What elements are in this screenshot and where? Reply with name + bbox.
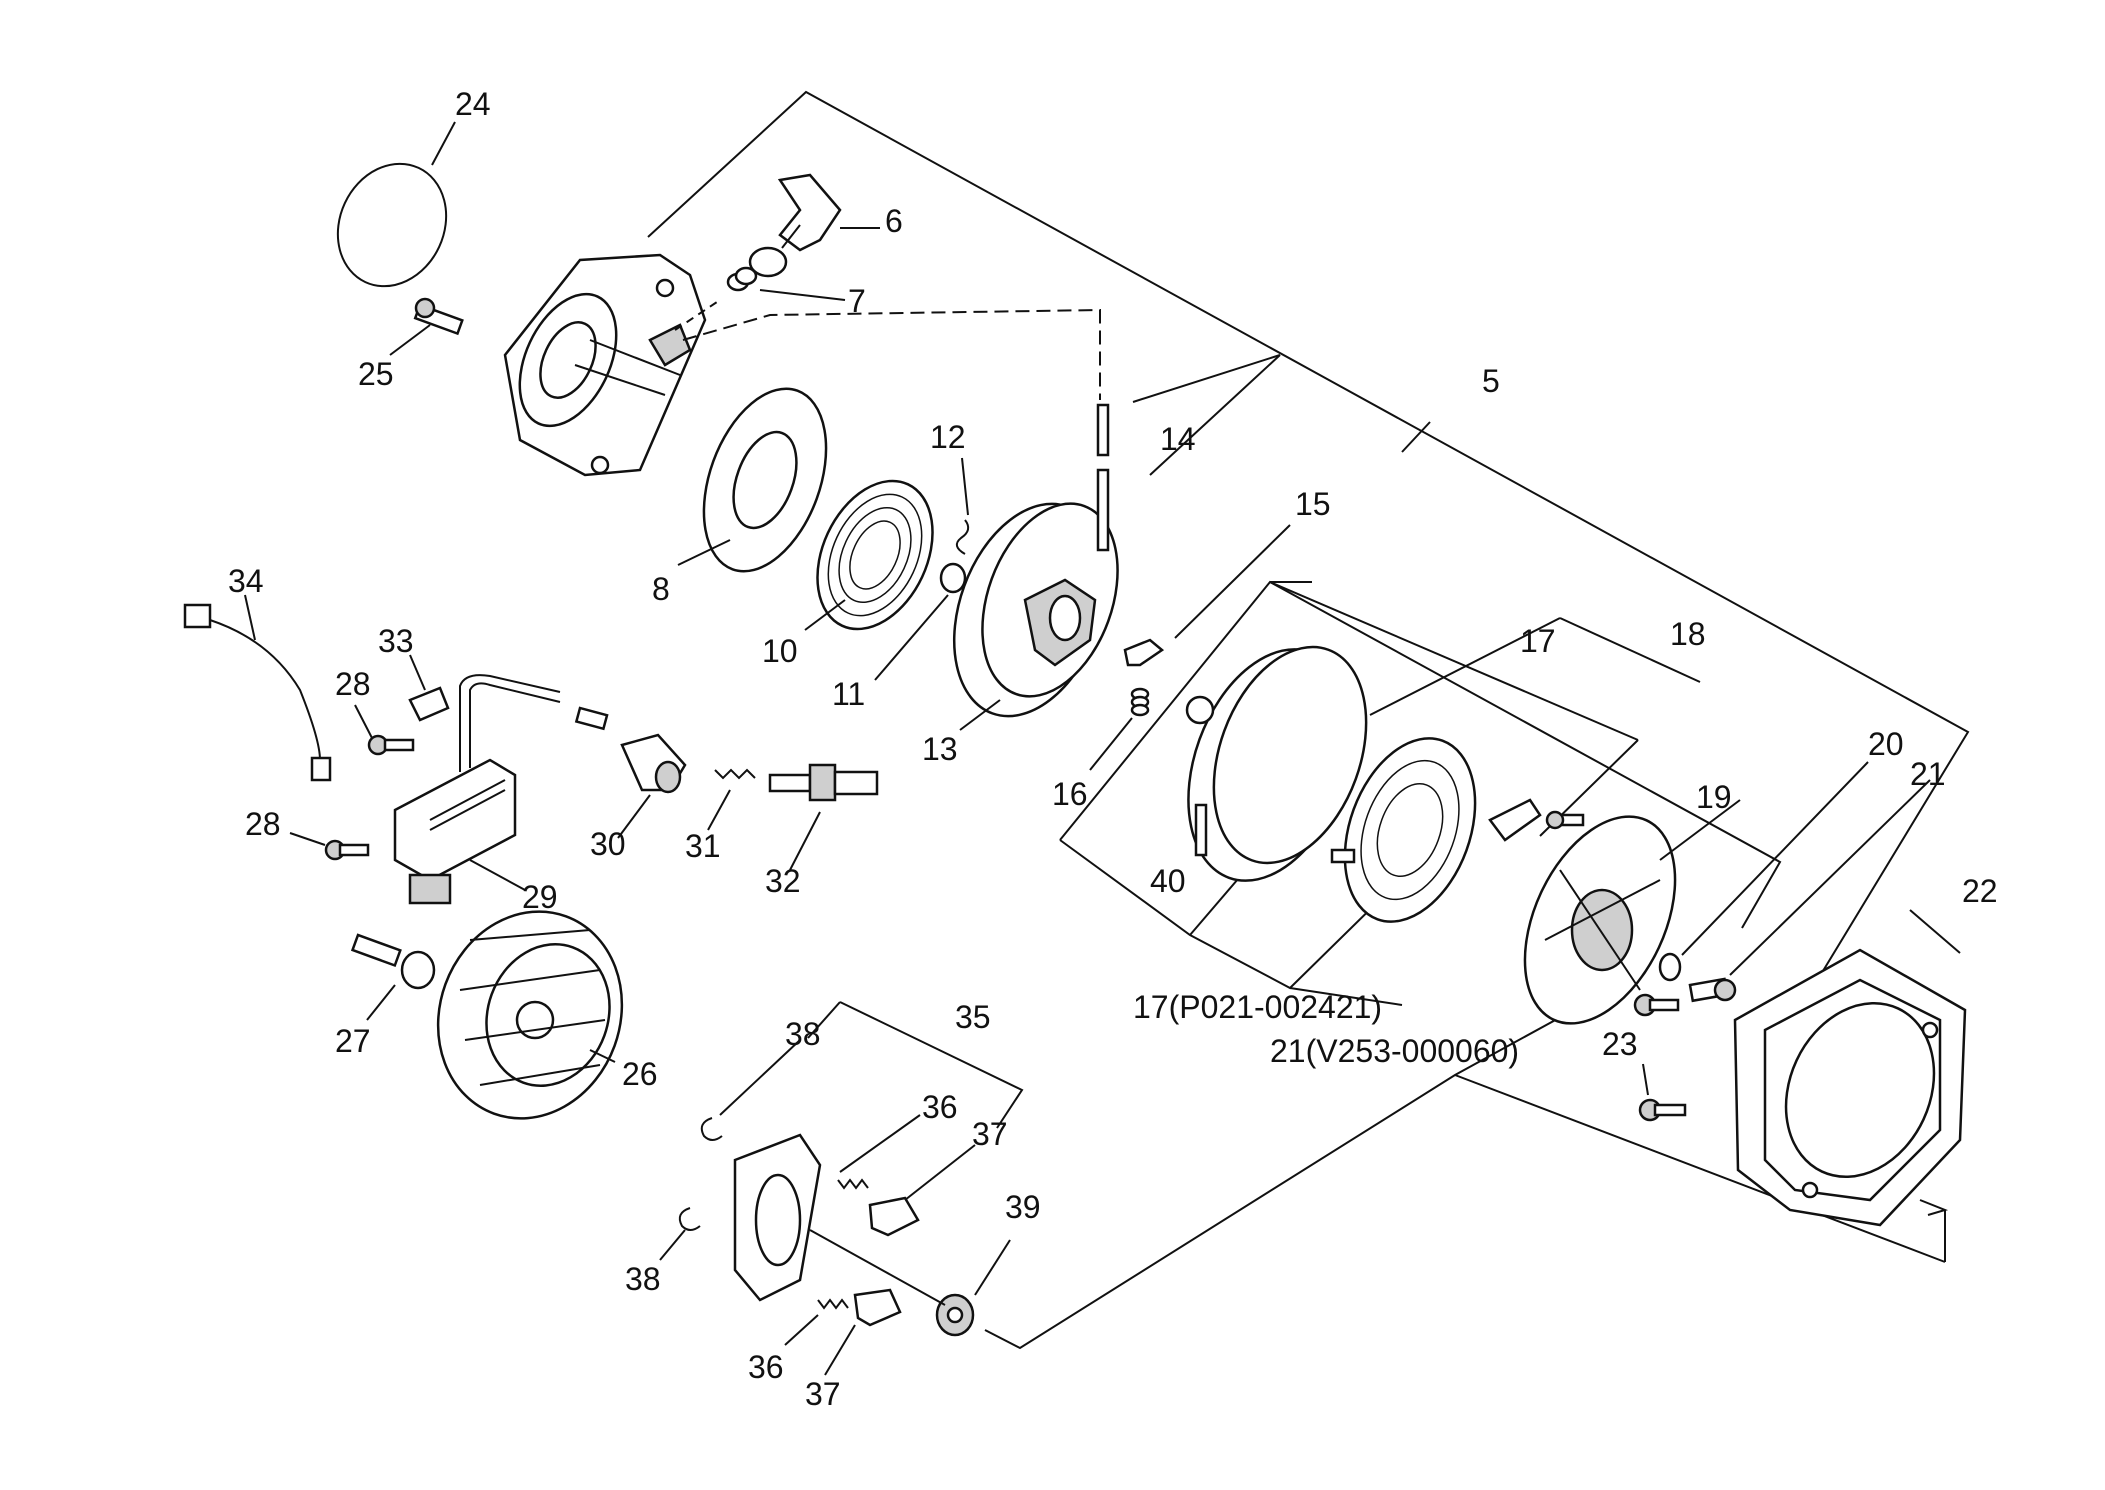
spring-36b-part (817, 1298, 849, 1310)
clutch-body-35-part (733, 1133, 822, 1302)
bolt-25-part (413, 297, 464, 336)
shoe-37b-part (853, 1288, 902, 1327)
assembly-bracket-18 (1059, 580, 1782, 929)
label-37b: 37 (805, 1376, 841, 1412)
stud-27-part (350, 933, 436, 990)
assembly-bracket-21-sub (984, 1011, 1949, 1350)
spring-31-part (714, 768, 756, 780)
screw-17-part (1545, 810, 1585, 830)
part-40 (1194, 803, 1208, 857)
assembly-bracket-14 (1132, 354, 1281, 476)
reel-17-part (1185, 645, 1368, 882)
label-18: 18 (1670, 616, 1706, 652)
label-25: 25 (358, 356, 394, 392)
label-11: 11 (832, 676, 865, 712)
washer-11-part (939, 562, 967, 594)
label-31: 31 (685, 828, 721, 864)
label-15: 15 (1295, 486, 1331, 522)
pawl-15-part (1123, 638, 1165, 667)
label-10: 10 (762, 633, 798, 669)
pulley-13-part (952, 502, 1119, 718)
label-38a: 38 (785, 1016, 821, 1052)
ground-wire-34-part (183, 603, 332, 782)
plate-17-part (1488, 798, 1542, 842)
label-38b: 38 (625, 1261, 661, 1297)
nut-39-part (935, 1293, 975, 1337)
label-40: 40 (1150, 863, 1186, 899)
starter-handle-part (748, 173, 842, 278)
pin-14-part (1096, 403, 1110, 552)
screw-28b-part (324, 839, 370, 861)
label-17a: 17 (1520, 623, 1556, 659)
label-12: 12 (930, 419, 966, 455)
flywheel-26-part (436, 910, 624, 1120)
label-22: 22 (1962, 873, 1998, 909)
label-21a: 21 (1910, 756, 1946, 792)
clip-38b-part (678, 1207, 701, 1231)
label-7: 7 (848, 283, 866, 319)
label-28b: 28 (245, 806, 281, 842)
label-32: 32 (765, 863, 801, 899)
label-21b: 21(V253-000060) (1270, 1033, 1519, 1069)
label-20: 20 (1868, 726, 1904, 762)
clip-12-part (955, 519, 970, 555)
spring-36a-part (837, 1178, 869, 1190)
label-8: 8 (652, 571, 670, 607)
assembly-bracket-5 (647, 90, 1970, 1023)
label-29: 29 (522, 879, 558, 915)
label-39: 39 (1005, 1189, 1041, 1225)
label-36a: 36 (922, 1089, 958, 1125)
spiral-spring-17-part (1330, 737, 1477, 923)
bolt-21-part (1688, 977, 1737, 1003)
label-24: 24 (455, 86, 491, 122)
label-35: 35 (955, 999, 991, 1035)
spark-plug-32-part (768, 763, 879, 802)
assembly-bracket-17 (1269, 581, 1701, 837)
screw-23-part (1633, 993, 1687, 1122)
cover-19-part (1523, 815, 1677, 1025)
shoe-37a-part (868, 1196, 920, 1237)
label-36b: 36 (748, 1349, 784, 1385)
fan-housing-22-part (1733, 948, 1967, 1227)
label-37a: 37 (972, 1116, 1008, 1152)
label-6: 6 (885, 203, 903, 239)
assembly-bracket-35 (807, 1001, 1024, 1129)
label-14: 14 (1160, 421, 1196, 457)
clip-38a-part (700, 1117, 723, 1141)
ignition-coil-29-part (393, 674, 609, 905)
label-16: 16 (1052, 776, 1088, 812)
label-26: 26 (622, 1056, 658, 1092)
spring-16-part (1130, 687, 1150, 717)
screw-28a-part (367, 734, 415, 756)
label-19: 19 (1696, 779, 1732, 815)
plug-boot-30-part (620, 733, 687, 794)
label-27: 27 (335, 1023, 371, 1059)
spiral-spring-10-part (816, 479, 934, 631)
label-30: 30 (590, 826, 626, 862)
label-34: 34 (228, 563, 264, 599)
label-23: 23 (1602, 1026, 1638, 1062)
washer-20-part (1658, 952, 1682, 982)
starter-case-part (503, 253, 707, 477)
label-33: 33 (378, 623, 414, 659)
callout-labels: 24 6 7 25 5 12 14 15 8 34 33 10 17 18 28… (228, 86, 1998, 1412)
washer-8-part (702, 387, 828, 573)
label-13: 13 (922, 731, 958, 767)
spring-7-part (726, 266, 758, 292)
label-28a: 28 (335, 666, 371, 702)
plate-33-part (408, 686, 450, 722)
o-ring-part (336, 162, 448, 288)
label-17b: 17(P021-002421) (1133, 989, 1382, 1025)
label-5: 5 (1482, 363, 1500, 399)
